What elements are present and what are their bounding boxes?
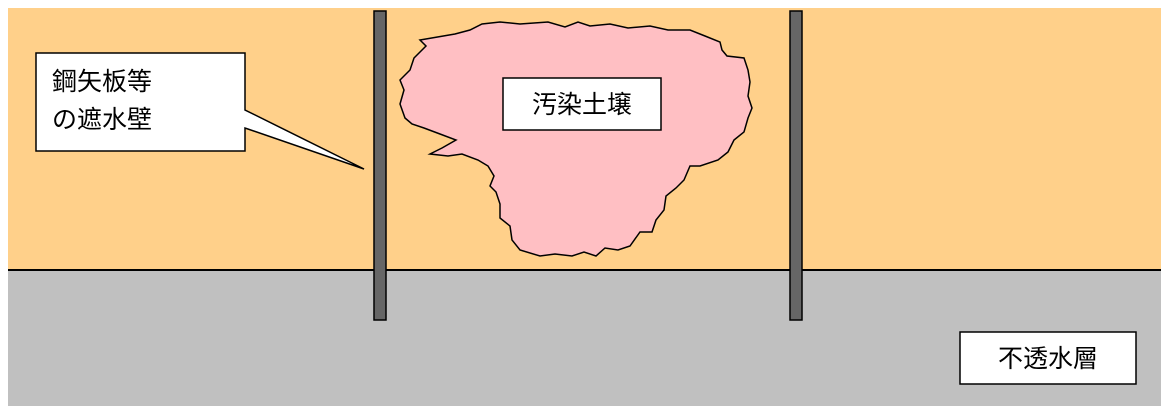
impermeable-layer-label-box bbox=[959, 331, 1137, 385]
contaminated-soil-area bbox=[399, 21, 753, 257]
right-sheet-pile-wall bbox=[789, 10, 803, 321]
left-sheet-pile-wall bbox=[373, 10, 387, 321]
impermeable-layer-label: 不透水層 bbox=[998, 344, 1098, 373]
wall-label-line2: の遮水壁 bbox=[52, 105, 152, 134]
wall-label-line1: 鋼矢板等 bbox=[52, 67, 152, 96]
contaminated-soil-label-box bbox=[502, 77, 662, 131]
wall-callout bbox=[35, 52, 365, 170]
contaminated-soil-label: 汚染土壌 bbox=[532, 90, 632, 119]
